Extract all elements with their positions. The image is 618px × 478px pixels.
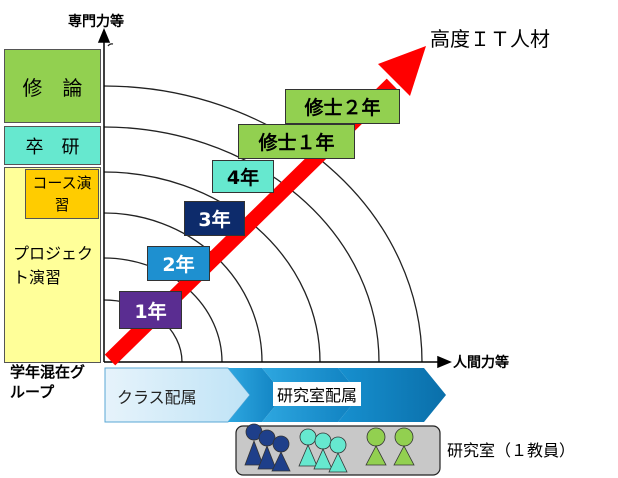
- stage-4-label: 4年: [226, 167, 260, 189]
- growth-arrowhead: [378, 46, 426, 96]
- x-axis-label: 人間力等: [453, 355, 509, 371]
- navy-person-icon: [257, 429, 277, 470]
- arc-5: [103, 126, 380, 363]
- arc-4: [103, 171, 321, 363]
- stage-1: 1年: [119, 291, 182, 329]
- stage-6-label: 修士２年: [304, 97, 381, 119]
- stage-3-label: 3年: [198, 209, 231, 231]
- thesis-box: 修 論: [4, 49, 101, 123]
- stage-2-label: 2年: [162, 254, 195, 276]
- teal-person-icon: [313, 432, 333, 470]
- stage-5-label: 修士１年: [258, 132, 335, 154]
- lab-chevron-3: [338, 368, 446, 422]
- y-axis-arrowhead: [97, 28, 111, 43]
- navy-person-icon: [244, 423, 264, 466]
- lab-chevron-1: [228, 368, 284, 422]
- lab-affiliation-label: 研究室配属: [273, 382, 362, 406]
- stage-4: 4年: [212, 160, 274, 193]
- teal-person-icon: [298, 428, 318, 467]
- green-person-icon: [393, 427, 415, 466]
- x-axis-arrowhead: [437, 355, 452, 369]
- thesis-label: 修 論: [22, 75, 83, 100]
- stage-2: 2年: [147, 246, 210, 281]
- course-practice-label: コース演習: [32, 174, 92, 214]
- stage-6: 修士２年: [285, 89, 400, 124]
- graduation-research-label: 卒 研: [25, 136, 80, 158]
- stage-5: 修士１年: [238, 124, 355, 159]
- stage-1-label: 1年: [134, 300, 167, 323]
- project-practice-label: プロジェクト演習: [13, 244, 94, 287]
- class-affiliation-label: クラス配属: [117, 388, 197, 407]
- axes: [97, 28, 452, 369]
- navy-person-icon: [271, 435, 291, 472]
- arc-6: [103, 85, 423, 363]
- teal-person-icon: [328, 436, 348, 473]
- lab-label: 研究室（１教員）: [447, 441, 576, 460]
- stage-3: 3年: [184, 201, 245, 236]
- goal-label: 高度ＩＴ人材: [430, 27, 550, 51]
- lab-people: [244, 423, 415, 473]
- mixed-group-label: 学年混在グループ: [10, 363, 86, 401]
- arc-7: [107, 43, 114, 47]
- affiliation-bar: [104, 367, 446, 423]
- graduation-research-box: 卒 研: [4, 126, 101, 165]
- course-practice-box: コース演習: [25, 169, 99, 219]
- y-axis-label: 専門力等: [68, 14, 124, 30]
- green-person-icon: [365, 427, 387, 466]
